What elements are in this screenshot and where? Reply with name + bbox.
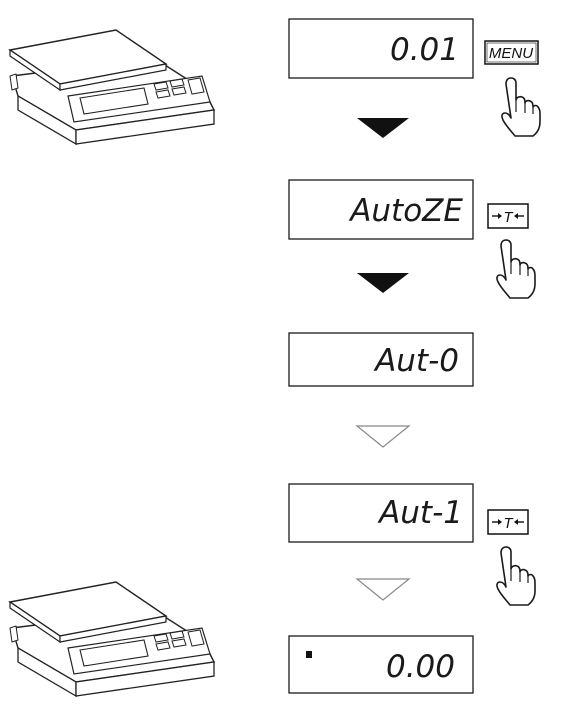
hand-pointer-icon — [501, 77, 541, 137]
tare-key: T — [487, 203, 529, 229]
display-text-2: AutoZE — [348, 193, 463, 229]
display-box-5: 0.00 — [288, 635, 474, 694]
hand-pointer-icon — [496, 239, 536, 299]
tare-key-label: T — [503, 515, 514, 532]
scale-illustration-top — [9, 29, 215, 145]
tare-key: T — [487, 509, 529, 535]
display-text-4: Aut-1 — [377, 495, 463, 531]
stability-indicator — [306, 651, 312, 658]
hand-pointer-icon — [496, 546, 536, 606]
menu-key-label: MENU — [489, 45, 533, 62]
display-text-3: Aut-0 — [373, 343, 459, 379]
scale-illustration-bottom — [9, 581, 215, 697]
arrow-down-outline-1 — [355, 425, 411, 448]
arrow-down-outline-2 — [355, 578, 411, 601]
arrow-down-filled-2 — [357, 273, 409, 293]
display-box-1: 0.01 — [288, 18, 474, 79]
display-box-4: Aut-1 — [288, 483, 474, 543]
menu-key: MENU — [484, 40, 539, 65]
arrow-down-filled-1 — [357, 118, 409, 138]
display-text-5: 0.00 — [386, 649, 455, 685]
tare-key-label: T — [503, 209, 514, 226]
display-box-2: AutoZE — [288, 179, 474, 240]
display-text-1: 0.01 — [390, 32, 459, 68]
display-box-3: Aut-0 — [288, 332, 474, 387]
